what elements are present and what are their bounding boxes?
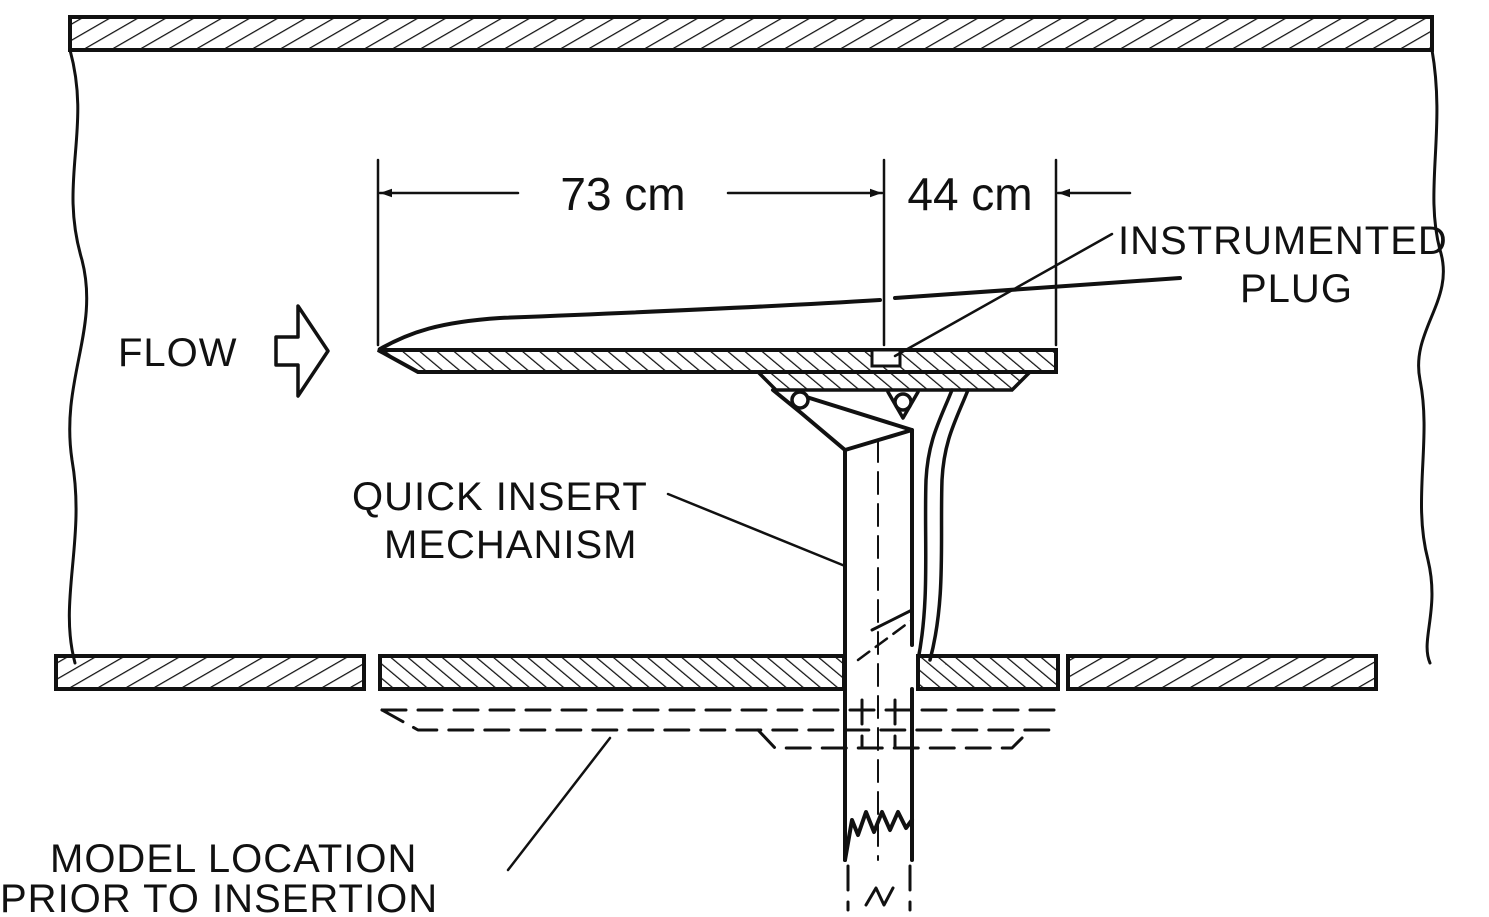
instrumented-plug (870, 348, 902, 368)
flow-label: FLOW (118, 331, 238, 375)
dimension-lines (376, 158, 1132, 347)
instrumented-plug-label-line1: INSTRUMENTED (1118, 219, 1448, 263)
strut-break-lower (864, 886, 895, 907)
model-location-label-line1: MODEL LOCATION (50, 837, 417, 881)
model-prior-location (380, 698, 1060, 912)
shock-curve-ext (893, 276, 1182, 300)
dimension-73cm-label: 73 cm (560, 168, 685, 220)
flow-arrow-icon (274, 304, 330, 398)
quick-insert-label-line2: MECHANISM (384, 523, 637, 567)
flat-plate-model (377, 348, 1058, 392)
model-location-leader (506, 736, 612, 872)
quick-insert-mechanism (771, 388, 970, 862)
model-location-label-line2: PRIOR TO INSERTION (0, 877, 438, 917)
instrumented-plug-label-line2: PLUG (1240, 267, 1353, 311)
quick-insert-label-line1: QUICK INSERT (352, 475, 648, 519)
dimension-44cm-label: 44 cm (907, 168, 1032, 220)
shock-curve (378, 298, 882, 351)
right-break-line (1417, 48, 1445, 665)
left-break-line (67, 48, 89, 665)
bottom-wall (54, 654, 1378, 691)
top-wall (68, 15, 1434, 52)
instrumented-plug-leader (893, 232, 1114, 358)
quick-insert-leader (666, 492, 847, 568)
